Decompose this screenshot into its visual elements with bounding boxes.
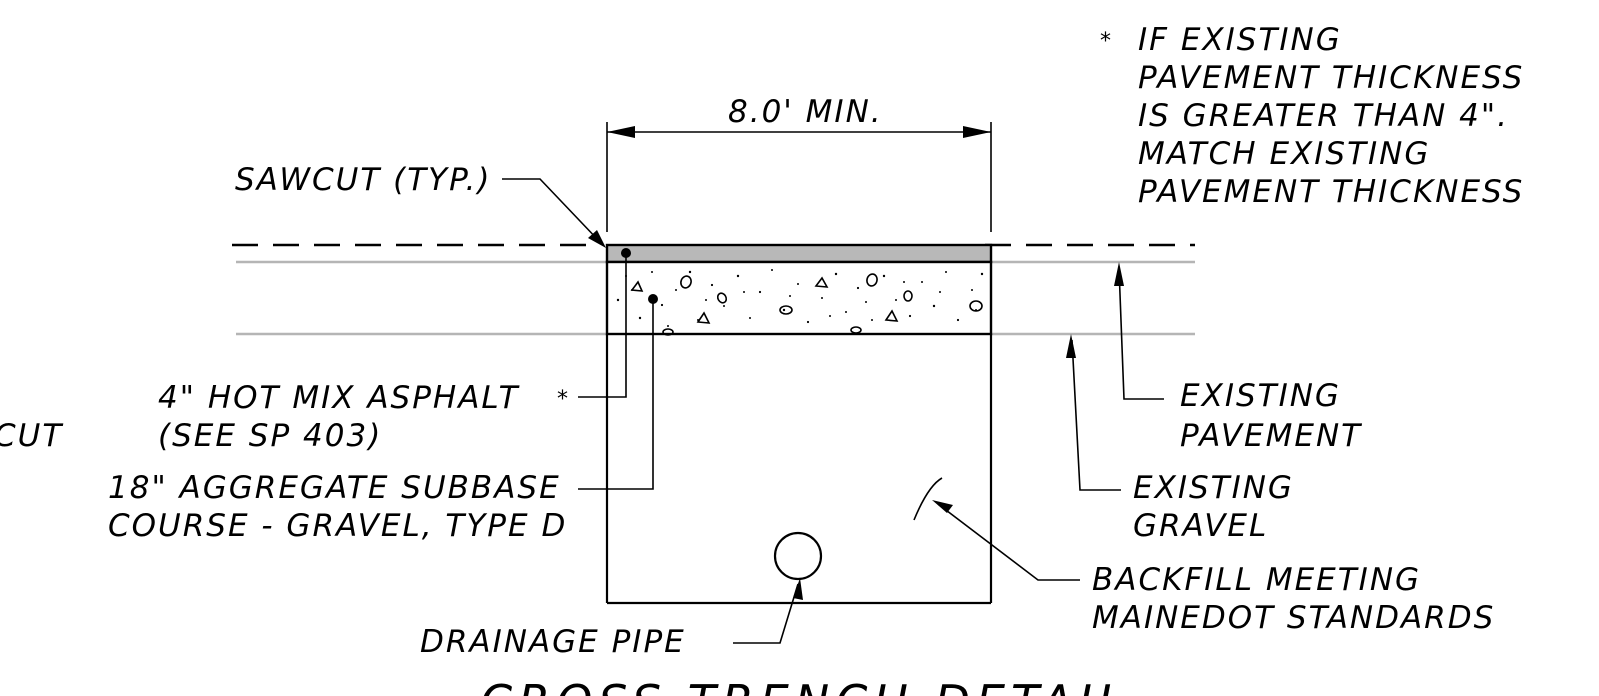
cut-fragment-label: CUT: [0, 418, 63, 454]
backfill-label-line-2: MAINEDOT STANDARDS: [1092, 600, 1495, 636]
subbase-leader: [578, 299, 654, 490]
backfill-label-line-1: BACKFILL MEETING: [1092, 562, 1421, 598]
backfill-arrow: [932, 500, 953, 513]
drainage-pipe-label: DRAINAGE PIPE: [420, 624, 686, 660]
aggregate-subbase-layer: [605, 260, 993, 336]
existing-pavement-label-line-1: EXISTING: [1180, 378, 1341, 414]
sawcut-leader-arrow: [588, 230, 606, 248]
drainage-pipe-circle: [773, 531, 823, 581]
existing-gravel-label-line-1: EXISTING: [1133, 470, 1294, 506]
drainage-pipe-leader: [733, 583, 799, 644]
asphalt-layer: [605, 243, 993, 264]
note-line-5: PAVEMENT THICKNESS: [1138, 174, 1524, 210]
aggregate-stones: [630, 273, 983, 336]
asphalt-label-line-1: 4" HOT MIX ASPHALT: [158, 380, 520, 416]
drainage-pipe-arrow: [793, 578, 803, 600]
subbase-label-line-2: COURSE - GRAVEL, TYPE D: [108, 508, 567, 544]
note-line-2: PAVEMENT THICKNESS: [1138, 60, 1524, 96]
dimension-label: 8.0' MIN.: [728, 94, 883, 130]
dimension-arrow-right: [963, 126, 991, 138]
backfill-leader: [937, 503, 1080, 581]
existing-pavement-leader: [1118, 267, 1164, 400]
existing-gravel-label-line-2: GRAVEL: [1133, 508, 1268, 544]
aggregate-stipple-pattern: [616, 269, 984, 327]
subbase-label-line-1: 18" AGGREGATE SUBBASE: [108, 470, 561, 506]
existing-pavement-label-line-2: PAVEMENT: [1180, 418, 1362, 454]
asphalt-leader-dot: [621, 248, 631, 258]
note-line-4: MATCH EXISTING: [1138, 136, 1430, 172]
note-asterisk: *: [1100, 29, 1113, 54]
sawcut-label: SAWCUT (TYP.): [235, 162, 491, 198]
subbase-leader-dot: [648, 294, 658, 304]
existing-gravel-arrow: [1066, 334, 1076, 358]
existing-gravel-leader: [1071, 339, 1121, 491]
note-line-3: IS GREATER THAN 4".: [1138, 98, 1509, 134]
note-line-1: IF EXISTING: [1138, 22, 1342, 58]
existing-pavement-arrow: [1114, 262, 1124, 286]
sawcut-leader: [502, 178, 601, 243]
dimension-arrow-left: [607, 126, 635, 138]
asphalt-label-line-2: (SEE SP 403): [158, 418, 382, 454]
detail-title: CROSS TRENCH DETAIL: [480, 675, 1130, 696]
asphalt-label-marker: *: [557, 387, 570, 412]
backfill-symbol: [913, 477, 943, 521]
asphalt-leader: [578, 253, 627, 398]
